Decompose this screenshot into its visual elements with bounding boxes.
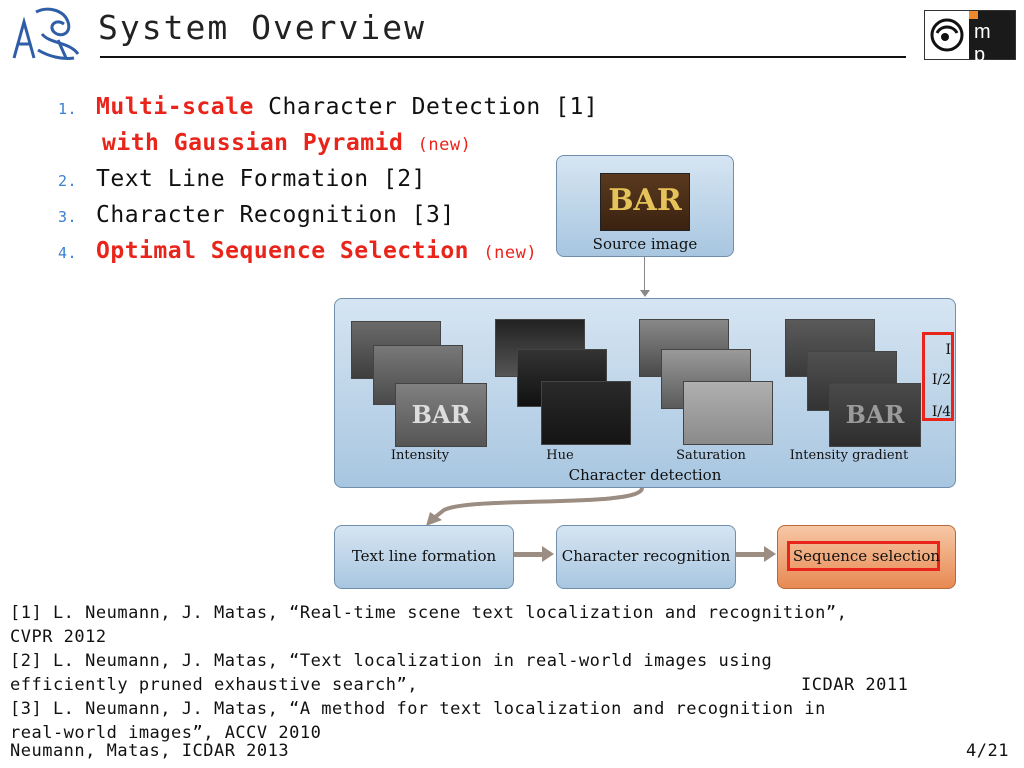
list-item-2: 2. Text Line Formation [2]	[58, 166, 426, 192]
arrow-right-icon	[542, 546, 554, 562]
item-text: Text Line Formation [2]	[96, 166, 426, 192]
reference-2-line-1: [2] L. Neumann, J. Matas, “Text localiza…	[10, 651, 773, 671]
arrow-down-icon	[640, 290, 650, 297]
item-number: 1.	[58, 100, 78, 118]
saturation-scale-3	[683, 381, 773, 445]
thumb-word: BAR	[845, 400, 905, 429]
sequence-highlight-frame	[787, 541, 940, 571]
text-line-formation-box: Text line formation	[334, 525, 514, 589]
gradient-scale-3: BAR	[829, 383, 921, 447]
stage-label: Character recognition	[561, 547, 731, 565]
connector-line	[514, 552, 544, 557]
list-item-3: 3. Character Recognition [3]	[58, 202, 455, 228]
arrow-right-icon	[764, 546, 776, 562]
item-highlight: with Gaussian Pyramid	[102, 130, 404, 156]
intensity-scale-3: BAR	[395, 383, 487, 447]
reference-2-venue: ICDAR 2011	[801, 675, 909, 695]
connector-line	[644, 256, 645, 294]
item-highlight: Multi-scale	[96, 94, 254, 120]
logo-text: m p	[974, 21, 994, 66]
scale-label-half: I/2	[931, 372, 951, 388]
source-image-label: Source image	[592, 235, 698, 253]
scale-highlight-frame	[922, 332, 954, 421]
cmp-logo: m p	[924, 10, 1016, 66]
title-underline	[100, 56, 906, 58]
source-image-thumbnail: BAR	[600, 173, 690, 231]
page-number: 4/21	[966, 741, 1009, 761]
character-detection-label: Character detection	[568, 466, 722, 484]
reference-1-line-1: [1] L. Neumann, J. Matas, “Real-time sce…	[10, 603, 848, 623]
channel-label-saturation: Saturation	[676, 448, 746, 463]
character-detection-box: BAR BAR Intensity Hue Saturation Intensi…	[334, 298, 956, 488]
channel-label-intensity-gradient: Intensity gradient	[789, 448, 909, 463]
item-number: 4.	[58, 244, 78, 262]
channel-label-hue: Hue	[546, 448, 574, 463]
item-text: Character Recognition [3]	[96, 202, 455, 228]
source-word: BAR	[608, 183, 682, 218]
item-text: Character Detection [1]	[253, 94, 599, 120]
curved-arrow-icon	[426, 487, 644, 526]
thumb-word: BAR	[411, 400, 471, 429]
item-note: (new)	[483, 243, 538, 263]
stage-label: Sequence selection	[792, 547, 941, 565]
scale-label-quarter: I/4	[931, 404, 951, 420]
channel-label-intensity: Intensity	[390, 448, 450, 463]
item-number: 3.	[58, 208, 78, 226]
connector-line	[736, 552, 766, 557]
item-note: (new)	[417, 135, 472, 155]
list-item-1: 1. Multi-scale Character Detection [1]	[58, 94, 598, 120]
reference-2-line-2: efficiently pruned exhaustive search”,	[10, 675, 418, 695]
reference-3-line-2: real-world images”, ACCV 2010	[10, 723, 322, 743]
sequence-selection-box: Sequence selection	[777, 525, 956, 589]
item-number: 2.	[58, 172, 78, 190]
scale-label-full: I	[945, 342, 951, 358]
reference-1-line-2: CVPR 2012	[10, 627, 107, 647]
item-highlight: Optimal Sequence Selection	[96, 238, 470, 264]
footer-authors: Neumann, Matas, ICDAR 2013	[10, 741, 290, 761]
university-logo-icon	[8, 4, 88, 62]
list-item-4: 4. Optimal Sequence Selection (new)	[58, 238, 537, 264]
page-title: System Overview	[98, 8, 427, 47]
hue-scale-3	[541, 381, 631, 445]
reference-3-line-1: [3] L. Neumann, J. Matas, “A method for …	[10, 699, 826, 719]
source-image-box: BAR Source image	[556, 155, 734, 257]
eye-logo-icon	[930, 11, 1015, 59]
stage-label: Text line formation	[351, 547, 497, 565]
list-item-1-continuation: with Gaussian Pyramid (new)	[102, 130, 471, 156]
character-recognition-box: Character recognition	[556, 525, 736, 589]
